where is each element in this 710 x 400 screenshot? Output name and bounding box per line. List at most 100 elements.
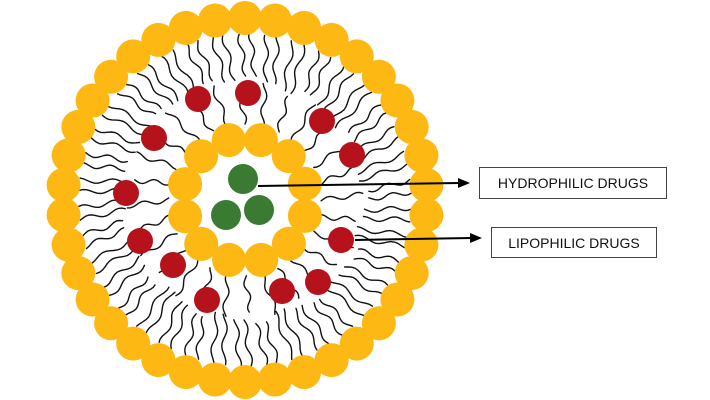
outer-lipid-tail [161,55,191,99]
outer-lipid-head [380,282,415,317]
lipophilic-drug [185,86,211,112]
outer-lipid-tail [210,311,219,364]
outer-lipid-tail [290,44,306,95]
inner-lipid-tail [137,214,171,233]
outer-lipid-tail [357,150,405,175]
outer-lipid-tail [368,191,412,201]
lipophilic-drug [113,180,139,206]
outer-lipid-head [361,59,396,94]
outer-lipid-tail [95,243,139,275]
inner-lipid-head [287,166,322,201]
outer-lipid-tail [318,298,354,327]
hydrophilic-drug [244,195,274,225]
outer-lipid-head [404,138,439,173]
lipophilic-drugs-label: LIPOPHILIC DRUGS [491,227,657,258]
hydrophilic-drugs-label: HYDROPHILIC DRUGS [479,167,667,199]
outer-lipid-tail [362,215,411,223]
outer-lipid-head [394,109,429,144]
inner-lipid-tail [222,273,230,317]
lipophilic-drug [305,269,331,295]
inner-lipid-tail [136,151,177,170]
outer-lipid-tail [82,219,124,237]
outer-lipid-tail [247,33,257,77]
inner-lipid-head [271,226,306,261]
outer-lipid-tail [354,234,405,249]
inner-lipid-head [243,123,278,158]
outer-lipid-head [409,198,444,232]
outer-lipid-tail [328,84,366,122]
outer-lipid-tail [145,291,176,335]
outer-lipid-tail [233,319,243,367]
inner-lipid-head [184,226,219,261]
lipophilic-drug [160,252,186,278]
outer-lipid-tail [338,274,383,295]
outer-lipid-head [380,83,415,118]
outer-lipid-head [394,256,429,291]
outer-lipid-tail [187,43,204,85]
outer-lipid-tail [348,104,382,133]
outer-lipid-tail [107,105,155,129]
inner-lipid-head [287,198,322,233]
outer-lipid-tail [353,257,396,272]
outer-lipid-tail [90,137,136,154]
outer-lipid-head [314,22,349,57]
outer-lipid-head [94,59,129,94]
outer-lipid-tail [358,135,399,163]
outer-lipid-tail [356,226,408,239]
outer-lipid-head [361,306,396,341]
inner-lipid-head [168,199,203,234]
outer-lipid-tail [170,304,189,350]
outer-lipid-head [287,10,322,45]
outer-lipid-head [314,343,349,378]
outer-lipid-tail [117,93,157,115]
lipophilic-drug [235,80,261,106]
outer-lipid-tail [295,307,318,351]
outer-lipid-head [75,83,110,118]
outer-lipid-tail [353,112,387,143]
outer-lipid-tail [147,64,179,102]
outer-lipid-head [116,326,151,361]
outer-lipid-tail [103,255,140,288]
outer-lipid-head [61,109,96,144]
lipophilic-drug [328,227,354,253]
outer-lipid-tail [85,152,128,163]
inner-lipid-head [244,242,279,277]
outer-lipid-head [198,3,232,38]
outer-lipid-head [168,355,203,390]
inner-lipid-head [168,167,203,202]
outer-lipid-head [404,227,439,262]
lipid-heads [46,1,444,399]
outer-lipid-tail [255,322,269,366]
outer-lipid-tail [357,248,400,264]
outer-lipid-head [339,39,374,74]
inner-lipid-tail [303,247,338,266]
lipophilic-drug [309,108,335,134]
inner-lipid-tail [243,275,252,313]
outer-lipid-tail [283,40,294,92]
outer-lipid-tail [158,301,183,343]
outer-lipid-tail [243,319,254,367]
outer-lipid-head [141,22,176,57]
outer-lipid-head [51,227,86,262]
outer-lipid-tail [301,304,330,345]
outer-lipid-tail [184,313,197,356]
outer-lipid-head [198,362,232,397]
outer-lipid-tail [124,284,156,316]
outer-lipid-head [141,343,176,378]
outer-lipid-tail [221,313,228,366]
lipophilic-arrow-line [354,237,472,241]
outer-lipid-head [46,198,81,232]
inner-lipid-head [184,139,219,174]
outer-lipid-head [409,168,444,202]
outer-lipid-tail [358,163,408,182]
outer-lipid-head [94,306,129,341]
outer-lipid-tail [211,36,226,83]
lipophilic-drug [141,125,167,151]
outer-lipid-tail [334,91,373,129]
outer-lipid-tail [108,264,146,297]
inner-lipid-tail [290,104,316,141]
outer-lipid-tail [221,34,236,81]
outer-lipid-tail [368,178,411,193]
outer-lipid-head [61,256,96,291]
